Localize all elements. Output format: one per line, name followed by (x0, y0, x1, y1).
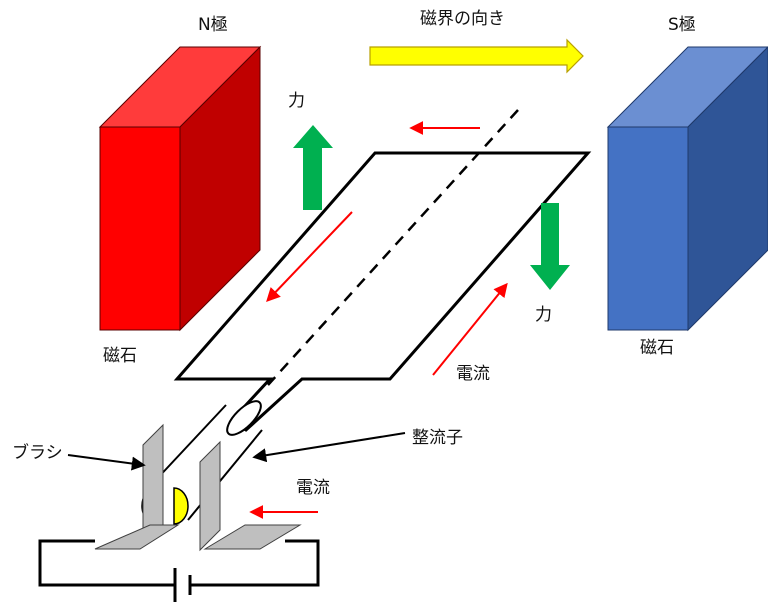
brush-contact-yellow (173, 487, 189, 525)
magnet-left-label: 磁石 (103, 346, 137, 366)
commutator-pointer-arrow (252, 432, 406, 463)
brush-left (94, 423, 180, 550)
circuit-wire (38, 539, 175, 587)
coil-loop (173, 151, 592, 432)
circuit-wire-right (190, 539, 320, 587)
brush-label: ブラシ (12, 442, 63, 463)
s-pole-magnet (606, 46, 768, 332)
magnet-right-label: 磁石 (640, 338, 674, 358)
s-pole-label: S極 (668, 15, 696, 35)
brush-pointer-arrow (67, 454, 146, 471)
coil-current-label: 電流 (456, 364, 490, 384)
current-arrow-right-edge (432, 282, 508, 376)
force-arrow-down (530, 203, 570, 290)
s-magnet-front-face (607, 126, 689, 331)
n-pole-magnet (98, 45, 262, 332)
n-magnet-front-face (99, 126, 181, 331)
force-down-label: 力 (535, 305, 552, 325)
current-arrow-left-edge (266, 211, 353, 303)
field-direction-arrow (369, 38, 584, 74)
force-arrow-up (293, 125, 333, 210)
battery-symbol (173, 568, 192, 602)
brush-right (199, 440, 302, 552)
force-up-label: 力 (288, 91, 305, 111)
rotation-axis (267, 109, 519, 386)
commutator-label: 整流子 (412, 428, 463, 448)
n-pole-label: N極 (198, 15, 228, 35)
bottom-current-label: 電流 (296, 478, 330, 498)
field-direction-label: 磁界の向き (420, 9, 505, 29)
